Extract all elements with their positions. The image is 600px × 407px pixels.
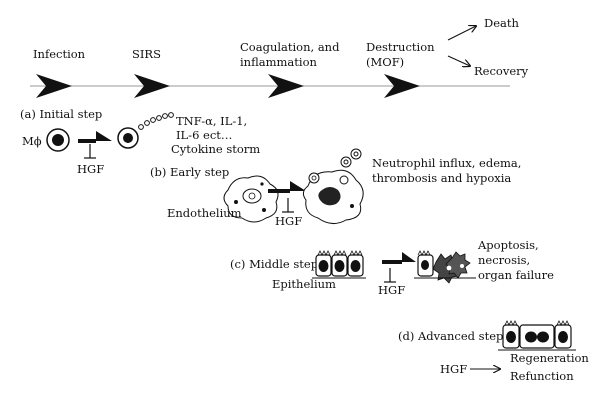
cytokine-release-dots xyxy=(138,112,174,130)
advanced-step-title: (d) Advanced step xyxy=(398,329,503,343)
hgf-label-c: HGF xyxy=(378,283,405,297)
middle-outcome-line-3: organ failure xyxy=(478,268,554,282)
neutrophil-icons xyxy=(340,148,362,168)
timeline-chevron-4 xyxy=(384,74,420,98)
stage-label-mof: (MOF) xyxy=(366,55,404,69)
endothelium-label: Endothelium xyxy=(167,206,242,220)
endothelial-cell-normal xyxy=(223,175,279,223)
stage-label-destruction: Destruction xyxy=(366,40,435,54)
early-step-title: (b) Early step xyxy=(150,165,229,179)
middle-outcome-line-2: necrosis, xyxy=(478,253,530,267)
epithelium-cells-damaged xyxy=(414,250,476,284)
hgf-label-b: HGF xyxy=(275,214,302,228)
hgf-inhibition-bar-c xyxy=(384,268,396,283)
early-outcome-line-2: thrombosis and hypoxia xyxy=(372,171,511,185)
early-outcome-line-1: Neutrophil influx, edema, xyxy=(372,156,521,170)
endothelial-cell-damaged xyxy=(302,169,364,224)
advanced-outcome-line-2: Refunction xyxy=(510,369,574,383)
stage-label-inflammation: inflammation xyxy=(240,55,317,69)
cytokine-line-1: TNF-α, IL-1, xyxy=(176,114,247,128)
initial-transition-arrow xyxy=(78,131,112,143)
outcome-death: Death xyxy=(484,16,520,30)
timeline-chevron-2 xyxy=(134,74,170,98)
death-arrow xyxy=(447,26,476,41)
hgf-label-a: HGF xyxy=(77,162,104,176)
cytokine-line-3: Cytokine storm xyxy=(171,142,260,156)
hgf-inhibition-bar-a xyxy=(84,144,96,159)
middle-transition-arrow xyxy=(382,252,416,264)
epithelium-cells-normal xyxy=(312,250,366,279)
early-transition-arrow xyxy=(268,181,306,193)
initial-step-title: (a) Initial step xyxy=(20,107,102,121)
outcome-recovery: Recovery xyxy=(474,64,529,78)
epithelium-label: Epithelium xyxy=(272,277,336,291)
activated-macrophage-cell xyxy=(117,127,139,149)
timeline-chevron-1 xyxy=(36,74,72,98)
stage-label-sirs: SIRS xyxy=(132,47,161,61)
epithelium-cells-regenerating xyxy=(498,320,576,351)
timeline-chevron-3 xyxy=(268,74,304,98)
stage-label-coagulation: Coagulation, and xyxy=(240,40,340,54)
recovery-arrow xyxy=(447,55,470,66)
middle-outcome-line-1: Apoptosis, xyxy=(477,238,539,252)
middle-step-title: (c) Middle step xyxy=(230,257,318,271)
macrophage-label: Mϕ xyxy=(22,134,42,148)
hgf-inhibition-bar-b xyxy=(282,198,294,213)
stage-label-infection: Infection xyxy=(33,47,86,61)
cytokine-line-2: IL-6 ect… xyxy=(176,128,232,142)
macrophage-cell xyxy=(46,128,70,152)
advanced-outcome-line-1: Regeneration xyxy=(510,351,589,365)
hgf-label-d: HGF xyxy=(440,362,467,376)
